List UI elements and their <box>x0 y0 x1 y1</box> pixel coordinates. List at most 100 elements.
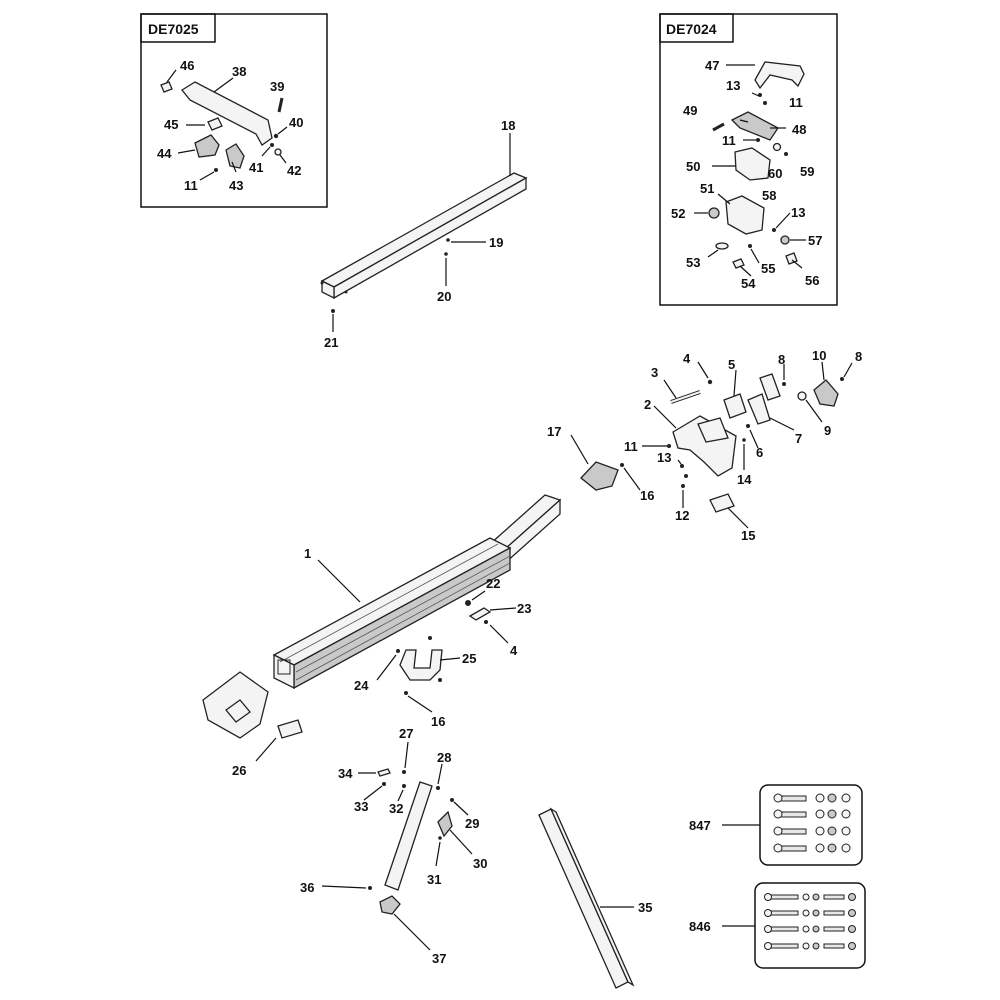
callout-58: 58 <box>762 188 776 203</box>
callout-36: 36 <box>300 880 314 895</box>
part-11-screw-a <box>214 168 218 172</box>
callout-6: 6 <box>756 445 763 460</box>
callout-35: 35 <box>638 900 652 915</box>
callout-54: 54 <box>741 276 756 291</box>
kit-box-de7025: DE7025 <box>140 13 328 208</box>
part-16-screw-a <box>620 463 624 467</box>
callout-16-b: 16 <box>431 714 445 729</box>
part-11-screw-c <box>756 138 760 142</box>
callout-56: 56 <box>805 273 819 288</box>
part-11-screw-d <box>667 444 671 448</box>
part-43-bracket <box>225 143 245 169</box>
part-33-washer <box>382 782 386 786</box>
part-4-screw-a <box>707 379 713 385</box>
callout-labels: 46 38 39 40 45 44 41 42 11 43 47 13 11 4… <box>157 58 862 966</box>
callout-57: 57 <box>808 233 822 248</box>
callout-52: 52 <box>671 206 685 221</box>
callout-11-d: 11 <box>624 439 638 454</box>
callout-34: 34 <box>338 766 353 781</box>
part-48-block <box>730 111 779 141</box>
kit-847-row-3 <box>773 826 851 836</box>
callout-12: 12 <box>675 508 689 523</box>
part-38-arm <box>181 81 273 146</box>
part-18-tube <box>320 172 528 313</box>
kit-847-row-1 <box>773 793 851 803</box>
part-24-screw <box>396 649 400 653</box>
part-5-plate <box>723 393 747 419</box>
part-55-screw <box>748 244 752 248</box>
part-4-screw-b <box>484 620 488 624</box>
part-15-pad <box>709 493 735 513</box>
leader-lines <box>166 64 853 951</box>
callout-46: 46 <box>180 58 194 73</box>
part-28-screw <box>436 786 440 790</box>
kit-box-de7025-title: DE7025 <box>148 21 199 37</box>
part-57-nut <box>780 235 790 245</box>
part-8-screw-b <box>840 377 844 381</box>
callout-44: 44 <box>157 146 172 161</box>
part-39-pin <box>277 97 284 113</box>
callout-3: 3 <box>651 365 658 380</box>
callout-59: 59 <box>800 164 814 179</box>
part-41-washer <box>270 143 274 147</box>
callout-53: 53 <box>686 255 700 270</box>
hardware-kit-847 <box>759 784 863 866</box>
callout-38: 38 <box>232 64 246 79</box>
part-23-bolt <box>468 607 492 621</box>
part-11-screw-b <box>763 101 767 105</box>
callout-42: 42 <box>287 163 301 178</box>
callout-23: 23 <box>517 601 531 616</box>
part-13-screw-b <box>772 228 776 232</box>
callout-20: 20 <box>437 289 451 304</box>
part-30-clip <box>437 810 453 838</box>
part-36-pin <box>368 886 372 890</box>
callout-55: 55 <box>761 261 775 276</box>
part-34-pin <box>377 768 391 777</box>
callout-51: 51 <box>700 181 714 196</box>
kit-846-row-3 <box>764 925 856 933</box>
callout-26: 26 <box>232 763 246 778</box>
callout-13-a: 13 <box>726 78 740 93</box>
part-27-screw <box>402 770 406 774</box>
callout-15: 15 <box>741 528 755 543</box>
callout-29: 29 <box>465 816 479 831</box>
callout-4-b: 4 <box>510 643 518 658</box>
callout-19: 19 <box>489 235 503 250</box>
part-50-bracket <box>734 147 771 181</box>
callout-24: 24 <box>354 678 369 693</box>
part-37-foot <box>379 895 401 915</box>
callout-18: 18 <box>501 118 515 133</box>
callout-13-c: 13 <box>657 450 671 465</box>
kit-box-de7024: DE7024 <box>659 13 838 306</box>
callout-9: 9 <box>824 423 831 438</box>
callout-39: 39 <box>270 79 284 94</box>
part-8-screw-a <box>782 382 786 386</box>
callout-30: 30 <box>473 856 487 871</box>
part-32-nut <box>402 784 406 788</box>
kit-846-row-4 <box>764 942 856 950</box>
part-54-clip <box>732 258 745 269</box>
callout-5: 5 <box>728 357 735 372</box>
part-35-support-arm <box>538 807 635 989</box>
part-31-pin <box>438 836 442 840</box>
callout-13-b: 13 <box>791 205 805 220</box>
part-10-knob <box>813 379 839 407</box>
callout-60: 60 <box>768 166 782 181</box>
callout-846: 846 <box>689 919 711 934</box>
callout-16-a: 16 <box>640 488 654 503</box>
callout-17: 17 <box>547 424 561 439</box>
kit-847-row-4 <box>773 843 851 853</box>
kit-847-row-2 <box>773 809 851 819</box>
callout-28: 28 <box>437 750 451 765</box>
part-1-main-rail <box>272 494 562 690</box>
part-42-nut <box>274 148 282 156</box>
callout-50: 50 <box>686 159 700 174</box>
part-leg-tube <box>384 781 433 891</box>
callout-32: 32 <box>389 801 403 816</box>
callout-25: 25 <box>462 651 476 666</box>
kit-846-row-2 <box>764 909 856 917</box>
part-26-end-bracket <box>202 671 303 739</box>
part-12-screw <box>681 484 685 488</box>
hardware-kit-846 <box>754 882 866 969</box>
